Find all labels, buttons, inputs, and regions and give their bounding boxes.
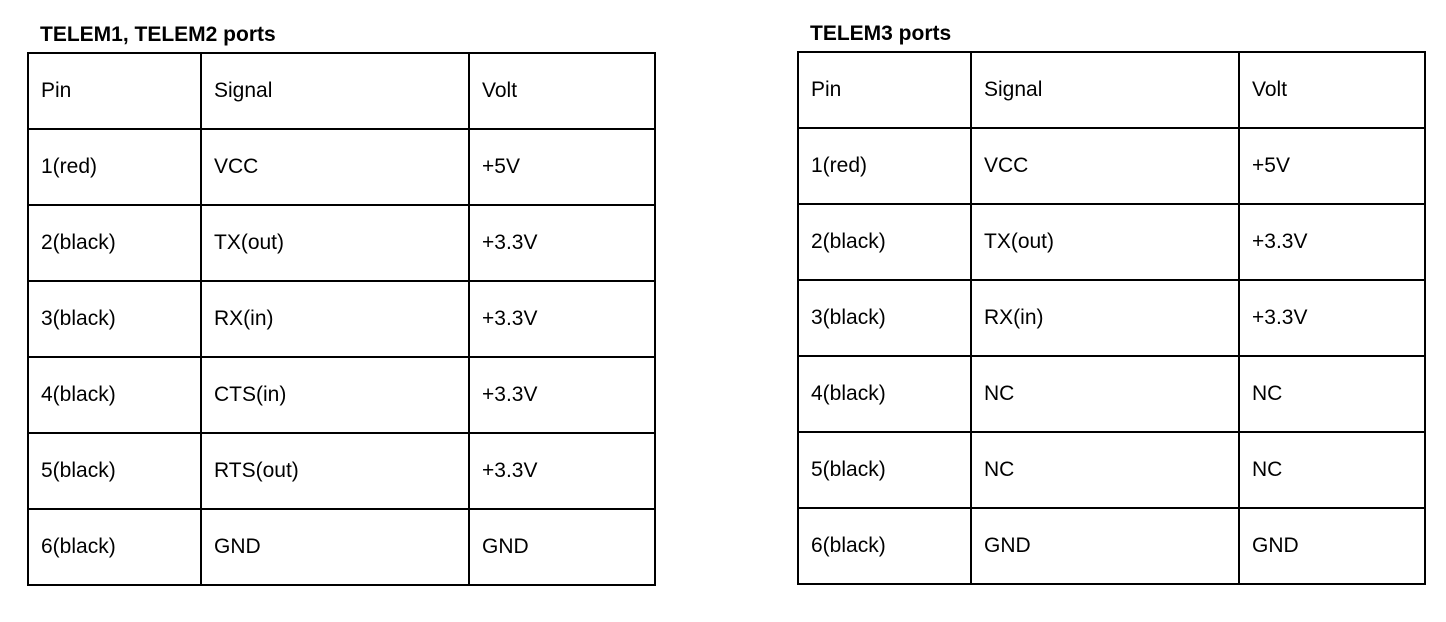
volt-cell: +5V [468, 128, 656, 206]
table-row: 5(black) RTS(out) +3.3V [27, 432, 656, 510]
column-header-signal: Signal [970, 51, 1240, 129]
column-header-signal: Signal [200, 52, 470, 130]
column-header-pin: Pin [797, 51, 972, 129]
table-header-row: Pin Signal Volt [797, 51, 1426, 129]
signal-cell: VCC [970, 127, 1240, 205]
volt-cell: +3.3V [468, 204, 656, 282]
volt-cell: NC [1238, 355, 1426, 433]
table-row: 1(red) VCC +5V [797, 127, 1426, 205]
signal-cell: VCC [200, 128, 470, 206]
table-row: 1(red) VCC +5V [27, 128, 656, 206]
table-header-row: Pin Signal Volt [27, 52, 656, 130]
signal-cell: RX(in) [200, 280, 470, 358]
telem3-section: TELEM3 ports Pin Signal Volt 1(red) VCC … [797, 19, 1426, 585]
table-row: 4(black) CTS(in) +3.3V [27, 356, 656, 434]
signal-cell: GND [200, 508, 470, 586]
table-row: 5(black) NC NC [797, 431, 1426, 509]
pin-cell: 3(black) [797, 279, 972, 357]
pin-cell: 2(black) [797, 203, 972, 281]
pin-cell: 6(black) [27, 508, 202, 586]
table-title: TELEM3 ports [810, 22, 952, 45]
column-header-volt: Volt [1238, 51, 1426, 129]
signal-cell: RTS(out) [200, 432, 470, 510]
pin-cell: 5(black) [797, 431, 972, 509]
table-row: 4(black) NC NC [797, 355, 1426, 433]
signal-cell: NC [970, 431, 1240, 509]
signal-cell: RX(in) [970, 279, 1240, 357]
table-row: 3(black) RX(in) +3.3V [27, 280, 656, 358]
table-row: 3(black) RX(in) +3.3V [797, 279, 1426, 357]
pin-cell: 6(black) [797, 507, 972, 585]
pin-cell: 3(black) [27, 280, 202, 358]
table-row: 2(black) TX(out) +3.3V [797, 203, 1426, 281]
volt-cell: +5V [1238, 127, 1426, 205]
telem3-pin-table: Pin Signal Volt 1(red) VCC +5V 2(black) … [797, 51, 1426, 585]
table-row: 2(black) TX(out) +3.3V [27, 204, 656, 282]
volt-cell: GND [468, 508, 656, 586]
pin-cell: 5(black) [27, 432, 202, 510]
signal-cell: GND [970, 507, 1240, 585]
telem1-telem2-section: TELEM1, TELEM2 ports Pin Signal Volt 1(r… [27, 20, 656, 586]
column-header-volt: Volt [468, 52, 656, 130]
pin-cell: 4(black) [797, 355, 972, 433]
signal-cell: TX(out) [200, 204, 470, 282]
table-row: 6(black) GND GND [27, 508, 656, 586]
volt-cell: +3.3V [468, 280, 656, 358]
volt-cell: NC [1238, 431, 1426, 509]
volt-cell: GND [1238, 507, 1426, 585]
volt-cell: +3.3V [468, 356, 656, 434]
pin-cell: 1(red) [797, 127, 972, 205]
pin-cell: 2(black) [27, 204, 202, 282]
volt-cell: +3.3V [1238, 203, 1426, 281]
telem1-telem2-pin-table: Pin Signal Volt 1(red) VCC +5V 2(black) … [27, 52, 656, 586]
volt-cell: +3.3V [468, 432, 656, 510]
table-row: 6(black) GND GND [797, 507, 1426, 585]
pin-cell: 4(black) [27, 356, 202, 434]
volt-cell: +3.3V [1238, 279, 1426, 357]
column-header-pin: Pin [27, 52, 202, 130]
table-title: TELEM1, TELEM2 ports [40, 23, 276, 46]
signal-cell: NC [970, 355, 1240, 433]
signal-cell: TX(out) [970, 203, 1240, 281]
signal-cell: CTS(in) [200, 356, 470, 434]
pin-cell: 1(red) [27, 128, 202, 206]
